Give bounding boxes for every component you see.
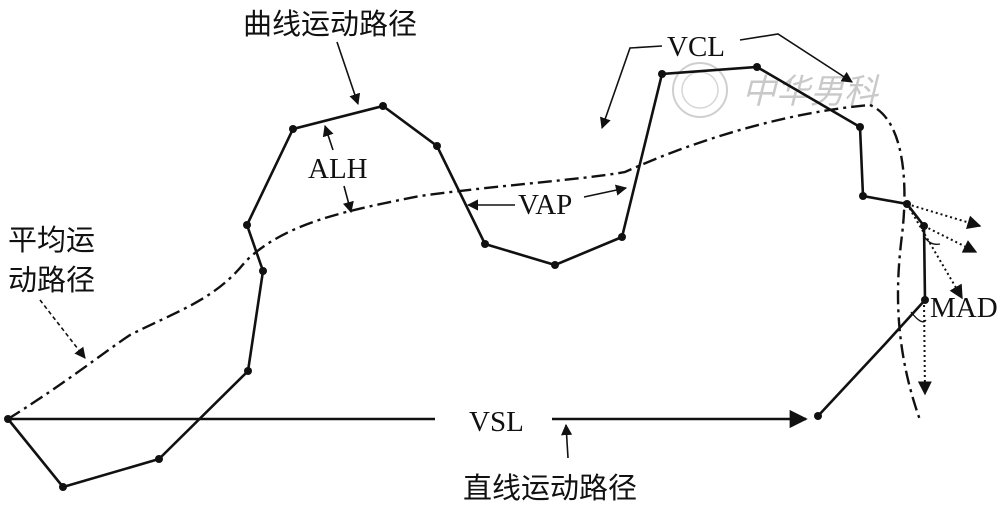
path-vertex (289, 125, 297, 133)
path-vertex (379, 102, 387, 110)
curvilinear-path-line (6, 65, 927, 489)
vsl-label: VSL (469, 406, 524, 438)
path-vertices (4, 63, 929, 491)
curvilinear-path-arrow (336, 41, 361, 106)
alh-arrow-up (322, 124, 334, 151)
average-path-label-line2: 动路径 (8, 263, 95, 297)
path-vertex (433, 142, 441, 150)
path-vertex (658, 70, 666, 78)
vap-label: VAP (518, 189, 572, 221)
alh-label: ALH (308, 153, 368, 185)
vcl-label: VCL (667, 31, 725, 63)
path-vertex (618, 233, 626, 241)
average-path-arrow (39, 299, 86, 359)
path-vertex (481, 240, 489, 248)
mad-vector (917, 299, 932, 396)
average-path-label-line1: 平均运 (8, 223, 95, 257)
path-vertex (814, 412, 822, 420)
path-vertex (244, 367, 252, 375)
average-path-line (7, 103, 922, 421)
curvilinear-path-label: 曲线运动路径 (243, 7, 417, 41)
path-vertex (243, 221, 251, 229)
straight-path-label: 直线运动路径 (463, 471, 637, 505)
mad-angle-arc (910, 311, 927, 323)
vcl-arrow-left (600, 45, 663, 130)
alh-arrow-down (342, 185, 354, 214)
path-vertex (856, 123, 864, 131)
vcl-arrow-right (739, 33, 853, 83)
path-vertex (59, 483, 67, 491)
mad-angle-arcs (910, 235, 941, 323)
mad-vector (906, 203, 963, 300)
path-vertex (551, 261, 559, 269)
watermark-seal-icon (672, 62, 728, 118)
path-vertex (753, 63, 761, 71)
mad-direction-vectors (906, 203, 982, 396)
mad-angle-arc (923, 235, 941, 245)
path-vertex (859, 192, 867, 200)
path-vertex (155, 455, 163, 463)
straight-path-arrow (561, 423, 573, 459)
vap-arrow-right (583, 184, 628, 198)
mad-label: MAD (930, 292, 998, 324)
path-vertex (259, 267, 267, 275)
